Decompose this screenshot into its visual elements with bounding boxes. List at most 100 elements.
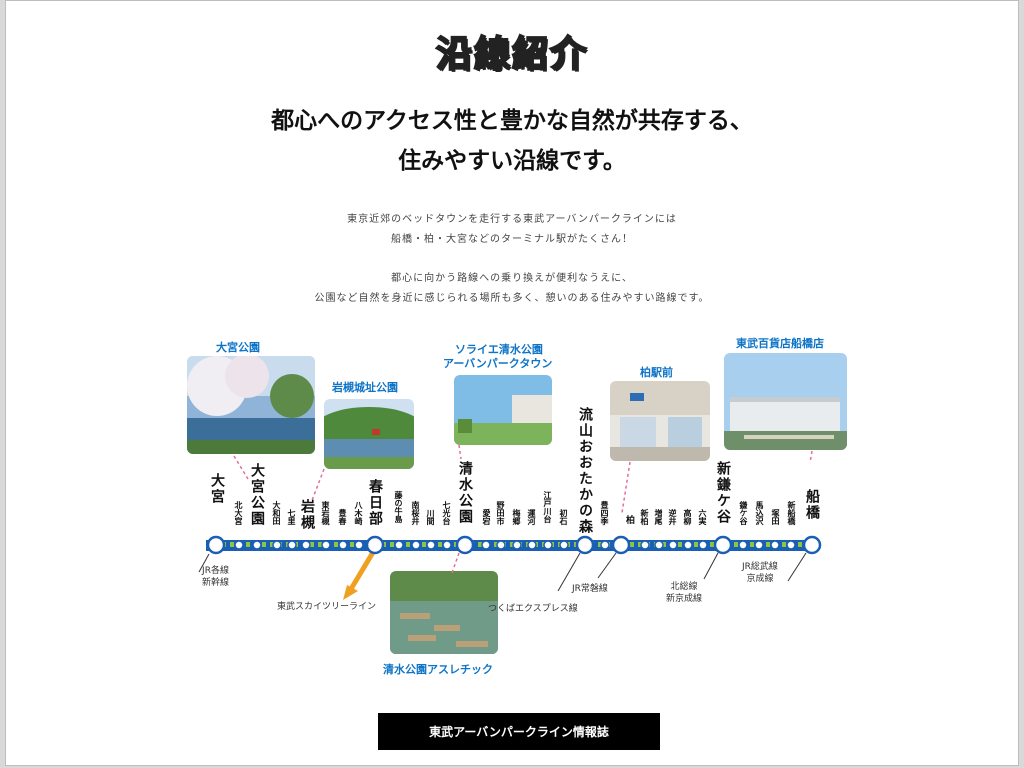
station-shimizu-koen: 清水公園 bbox=[457, 461, 473, 525]
station-nodashi: 野田市 bbox=[496, 501, 505, 525]
station-higashi-iwatsuki: 東岩槻 bbox=[321, 501, 330, 525]
kashiwa-station-photo bbox=[610, 381, 710, 461]
station-dot bbox=[394, 540, 404, 550]
station-shin-funabashi: 新船橋 bbox=[787, 501, 796, 525]
route-stripe bbox=[798, 542, 802, 547]
route-stripe bbox=[230, 542, 234, 547]
connection-omiya-1: JR各線 bbox=[202, 566, 229, 576]
station-kita-omiya: 北大宮 bbox=[234, 501, 243, 525]
leader-kashiwa bbox=[621, 461, 631, 514]
route-stripe bbox=[630, 542, 634, 547]
spot-label-shimizu-park-2: アーバンパークタウン bbox=[443, 357, 553, 370]
intro-text-1: 東京近郊のベッドタウンを走行する東武アーバンパークラインには bbox=[347, 214, 677, 225]
station-nanasato: 七里 bbox=[287, 509, 296, 525]
skytree-line bbox=[348, 547, 378, 591]
station-dot bbox=[354, 540, 364, 550]
route-map bbox=[198, 444, 822, 600]
route-stripe bbox=[734, 542, 738, 547]
station-dot bbox=[287, 540, 297, 550]
station-atago: 愛宕 bbox=[482, 509, 491, 525]
route-stripe bbox=[638, 542, 642, 547]
leader-athletic bbox=[451, 552, 460, 574]
arrow-tsukuba bbox=[557, 552, 581, 592]
omiya-park-photo bbox=[187, 356, 315, 454]
station-mutsumi: 六実 bbox=[698, 509, 707, 525]
station-dot bbox=[338, 540, 348, 550]
leader-omiya-park bbox=[233, 455, 249, 480]
route-line bbox=[206, 540, 812, 551]
station-dot bbox=[640, 540, 650, 550]
station-dot bbox=[426, 540, 436, 550]
connection-hokuso-2: 新京成線 bbox=[666, 594, 703, 604]
station-dot bbox=[698, 540, 708, 550]
connection-omiya: JR各線 新幹線 bbox=[202, 565, 229, 589]
route-stripe bbox=[262, 542, 266, 547]
station-dot bbox=[654, 540, 664, 550]
skytree-arrow-head bbox=[343, 585, 358, 600]
route-stripe bbox=[510, 542, 514, 547]
route-stripe bbox=[710, 542, 714, 547]
route-stripe bbox=[438, 542, 442, 547]
station-magome-sawa: 馬込沢 bbox=[755, 501, 764, 525]
station-omiya-koen: 大宮公園 bbox=[249, 463, 265, 527]
connection-joban: JR常磐線 bbox=[572, 584, 608, 594]
station-minami-sakurai: 南桜井 bbox=[411, 501, 420, 525]
station-dot bbox=[600, 540, 610, 550]
headline-line-1: 都心へのアクセス性と豊かな自然が共存する、 bbox=[271, 108, 753, 134]
station-dot bbox=[442, 540, 452, 550]
intro-text-4: 公園など自然を身近に感じられる場所も多く、憩いのある住みやすい路線です。 bbox=[314, 293, 710, 304]
station-nagareyama-otakanomori: 流山おおたかの森 bbox=[577, 407, 593, 535]
station-kasukabe: 春日部 bbox=[367, 479, 383, 527]
spot-label-shimizu-athletic: 清水公園アスレチック bbox=[383, 663, 493, 676]
route-stripe bbox=[246, 542, 250, 547]
station-toyoshiki: 豊四季 bbox=[600, 501, 609, 525]
station-sakai: 逆井 bbox=[668, 509, 677, 525]
route-dots bbox=[222, 540, 802, 550]
station-yagisaki: 八木崎 bbox=[354, 501, 363, 525]
connection-tsukuba: つくばエクスプレス線 bbox=[488, 604, 578, 614]
station-shin-kamagaya: 新鎌ケ谷 bbox=[715, 461, 731, 525]
leader-shimizu-park bbox=[458, 444, 462, 460]
spot-label-iwatsuki-castle: 岩槻城址公園 bbox=[332, 381, 398, 394]
arrow-hokuso bbox=[703, 552, 719, 580]
spot-label-shimizu-park-1: ソライエ清水公園 bbox=[455, 343, 543, 356]
station-funabashi: 船橋 bbox=[804, 489, 820, 521]
station-circle-omiya bbox=[206, 535, 226, 555]
station-kamagaya: 鎌ケ谷 bbox=[739, 501, 748, 525]
station-fujinoushijima: 藤の牛島 bbox=[394, 491, 403, 523]
connection-funabashi-1: JR総武線 bbox=[742, 562, 778, 572]
connection-funabashi: JR総武線 京成線 bbox=[742, 561, 778, 585]
arrow-joban bbox=[597, 552, 617, 579]
connection-skytree: 東武スカイツリーライン bbox=[277, 602, 377, 612]
route-stripe bbox=[694, 542, 698, 547]
route-stripe bbox=[766, 542, 770, 547]
station-kashiwa: 柏 bbox=[624, 515, 634, 524]
intro-text-2: 船橋・柏・大宮などのターミナル駅がたくさん！ bbox=[391, 234, 633, 245]
station-takayanagi: 高柳 bbox=[683, 509, 692, 525]
route-stripe bbox=[310, 542, 314, 547]
route-stripe bbox=[390, 542, 394, 547]
tobu-department-photo bbox=[724, 353, 847, 450]
station-unga: 運河 bbox=[527, 509, 536, 525]
station-dot bbox=[527, 540, 537, 550]
station-iwatsuki: 岩槻 bbox=[299, 499, 315, 531]
route-stripe bbox=[318, 542, 322, 547]
station-circle-nagareyama bbox=[575, 535, 595, 555]
station-dot bbox=[786, 540, 796, 550]
info-magazine-button[interactable]: 東武アーバンパークライン情報誌 bbox=[378, 713, 660, 750]
station-dot bbox=[512, 540, 522, 550]
station-owada: 大和田 bbox=[272, 501, 281, 525]
station-masuo: 増尾 bbox=[654, 509, 663, 525]
station-circle-shimizu-koen bbox=[455, 535, 475, 555]
station-dot bbox=[770, 540, 780, 550]
station-kawama: 川間 bbox=[426, 509, 435, 525]
route-stripe bbox=[350, 542, 354, 547]
station-dot bbox=[543, 540, 553, 550]
spot-label-tobu-department: 東武百貨店船橋店 bbox=[736, 337, 824, 350]
station-circle-kasukabe bbox=[365, 535, 385, 555]
title-wrap: 沿線紹介 bbox=[6, 25, 1018, 79]
headline-line-2: 住みやすい沿線です。 bbox=[398, 148, 626, 174]
route-stripe bbox=[270, 542, 274, 547]
route-stripe bbox=[494, 542, 498, 547]
connection-funabashi-2: 京成線 bbox=[746, 574, 774, 584]
